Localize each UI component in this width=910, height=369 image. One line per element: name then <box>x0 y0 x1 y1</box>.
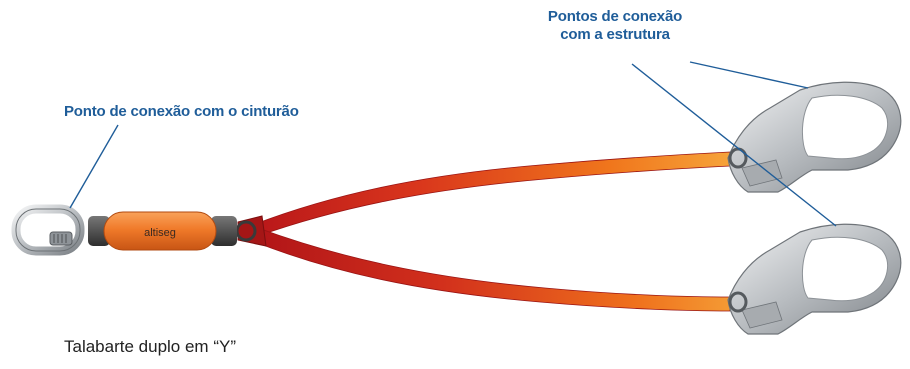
belt-carabiner <box>11 204 85 256</box>
leader-line-lower-hook <box>631 63 837 227</box>
lower-strap <box>249 227 731 312</box>
structure-connection-label-line1: Pontos de conexão <box>547 8 683 25</box>
belt-connection-label: Ponto de conexão com o cinturão <box>64 103 299 120</box>
upper-strap <box>249 151 731 237</box>
structure-connection-label: Pontos de conexão com a estrutura <box>515 8 715 44</box>
leader-line-upper-hook <box>689 61 809 89</box>
shock-absorber <box>103 211 217 251</box>
figure-caption: Talabarte duplo em “Y” <box>64 337 236 356</box>
absorber-end-cap-left <box>88 216 110 246</box>
structure-connection-label-line2: com a estrutura <box>560 26 670 43</box>
absorber-end-cap-right <box>211 216 237 246</box>
leader-line-belt <box>69 124 119 209</box>
brand-label: altiseg <box>144 227 176 239</box>
upper-snap-hook <box>727 81 902 193</box>
lower-snap-hook <box>727 223 902 335</box>
strap-junction <box>237 215 267 247</box>
